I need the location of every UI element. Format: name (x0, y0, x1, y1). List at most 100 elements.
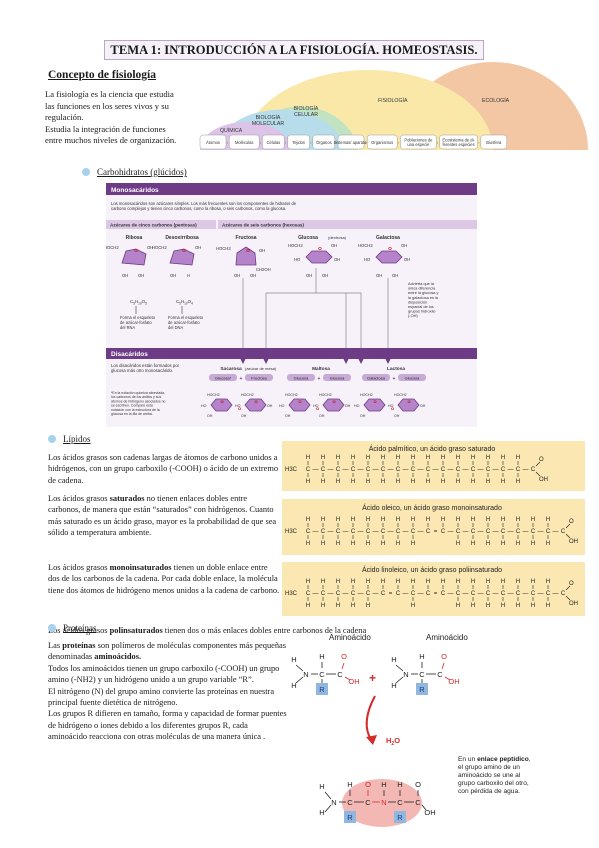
level-arrow-icon: › (227, 140, 229, 145)
connector-arrows (240, 359, 391, 364)
sugar-ring (375, 250, 403, 264)
bond: — (553, 529, 559, 535)
hydrogen-atom: H (366, 517, 370, 523)
ring-oxygen: O (388, 246, 392, 251)
carbon-atom: C (471, 529, 476, 535)
hydrogen-atom: H (441, 455, 445, 461)
bond: — (433, 467, 439, 473)
lipids-paragraph-4: Los ácidos grasos polinsaturados tienen … (48, 625, 468, 636)
bond: — (403, 529, 409, 535)
lipids-paragraph-3: Los ácidos grasos monoinsaturados tienen… (48, 562, 280, 596)
hydrogen-atom: H (381, 579, 385, 585)
carbon-atom: C (456, 591, 461, 597)
bond: — (343, 467, 349, 473)
bond: — (418, 591, 424, 597)
hydrogen-atom: H (486, 479, 490, 485)
sugar-ring (322, 398, 345, 412)
hydrogen-atom: H (471, 455, 475, 461)
bond: — (388, 467, 394, 473)
carboxyl-oxygen: O (441, 652, 447, 661)
sugar-name: Galactosa (376, 235, 400, 241)
atom-label: OH (392, 273, 398, 278)
ring-oxygen: O (318, 246, 322, 251)
di-band (106, 348, 477, 359)
fa-panel (282, 441, 585, 491)
hydrogen-atom: H (351, 603, 355, 609)
carbon-atom: C (396, 467, 401, 473)
hydrogen-atom: H (441, 517, 445, 523)
atom-label: HOCH2 (152, 245, 167, 250)
carbon-atom: C (351, 529, 356, 535)
atom-label: OH (334, 257, 340, 262)
hydrogen-atom: H (366, 479, 370, 485)
atom-label: OH (138, 273, 144, 278)
carbohydrates-figure: Monosacáridos Los monosacáridos son azúc… (106, 183, 477, 427)
r-group-label: R (319, 685, 325, 694)
hexose-label: Azúcares de seis carbonos (hexosas) (222, 223, 304, 228)
ring-oxygen: O (134, 248, 138, 253)
sugar-name: Glucosa (298, 235, 318, 241)
carboxyl-carbon: C (437, 670, 443, 679)
atom-label: OH (122, 273, 128, 278)
proteins-line: Las proteínas son polímeros de moléculas… (48, 640, 288, 663)
bond: — (493, 467, 499, 473)
aa-label: Aminoácido (426, 633, 468, 642)
hydrogen-atom: H (396, 579, 400, 585)
hydrogen-atom: H (486, 455, 490, 461)
nitrogen-atom: N (331, 798, 336, 807)
fa-title: Ácido palmítico, un ácido graso saturado (369, 444, 496, 453)
glycosidic-oxygen: O (391, 406, 394, 411)
hydrogen-atom: H (546, 541, 550, 547)
fa-title: Ácido oleico, un ácido graso monoinsatur… (362, 503, 502, 512)
proteins-text: Las proteínas son polímeros de moléculas… (48, 640, 288, 743)
atom-label: OH (420, 404, 426, 408)
dome-label: FISIOLOGÍA (378, 97, 408, 104)
atom-label: H (187, 273, 190, 278)
level-arrow-icon: › (285, 140, 287, 145)
level-box (228, 134, 260, 150)
atom-label: HOCH2 (207, 393, 220, 397)
text-span: Las (48, 641, 63, 650)
glycosidic-oxygen: O (316, 406, 319, 411)
hydrogen-atom: H (426, 579, 430, 585)
hydrogen-atom: H (456, 517, 460, 523)
text-span: tienen dos o más enlaces dobles entre ca… (162, 626, 367, 635)
atom-label: HO (364, 257, 371, 262)
carbon-atom: C (471, 591, 476, 597)
bond: — (523, 529, 529, 535)
bold-term: aminoácidos. (94, 652, 142, 662)
carbon-atom: C (411, 467, 416, 473)
level-arrow-icon: › (365, 140, 367, 145)
sugar-ring (244, 398, 267, 412)
proteins-heading: Proteínas (48, 623, 97, 633)
proteins-line: Los grupos R difieren en tamaño, forma y… (48, 709, 287, 742)
carbon-atom: C (336, 529, 341, 535)
atom-label: HO (294, 257, 301, 262)
proteins-line: Todos los aminoácidos tienen un grupo ca… (48, 663, 280, 685)
hydrogen-atom: H (321, 603, 325, 609)
alpha-carbon: C (319, 670, 325, 679)
atom-label: OH (404, 257, 410, 262)
carbon-atom: C (441, 467, 446, 473)
carbon-atom: C (347, 798, 353, 807)
lipids-paragraph-1: Los ácidos grasos son cadenas largas de … (48, 453, 279, 485)
atom-label: OH (259, 248, 265, 253)
hydrogen-atom: H (471, 479, 475, 485)
hydrogen-atom: H (516, 517, 520, 523)
hydrogen-atom: H (351, 479, 355, 485)
carbon-atom: C (411, 591, 416, 597)
hydrogen-atom: H (366, 541, 370, 547)
dome-label: ECOLOGÍA (482, 97, 510, 104)
bold-term: monoinsaturados (109, 563, 172, 572)
bond: — (508, 591, 514, 597)
concept-heading: Concepto de fisiología (48, 69, 156, 81)
carbon-atom: C (471, 467, 476, 473)
carbon-atom: C (456, 467, 461, 473)
arrow-down-icon (385, 359, 391, 364)
atom-label: HOCH2 (216, 246, 231, 251)
hydrogen-atom: H (396, 455, 400, 461)
bond (324, 804, 332, 813)
bond (324, 791, 332, 800)
